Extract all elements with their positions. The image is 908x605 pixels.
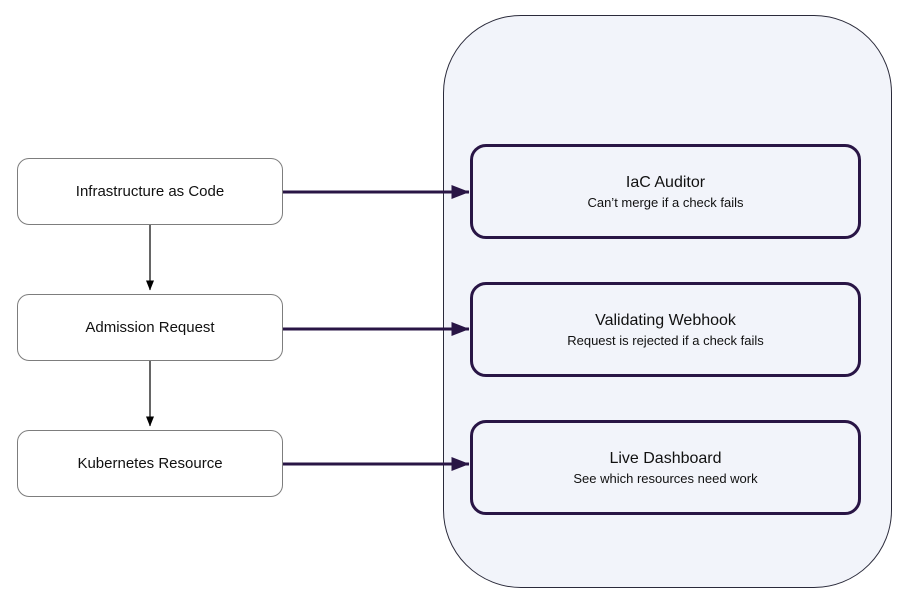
node-iac-auditor: IaC Auditor Can’t merge if a check fails [470,144,861,239]
node-label: Admission Request [85,319,215,336]
node-infrastructure-as-code: Infrastructure as Code [17,158,283,225]
node-subtitle: Can’t merge if a check fails [587,194,744,210]
node-live-dashboard: Live Dashboard See which resources need … [470,420,861,515]
node-validating-webhook: Validating Webhook Request is rejected i… [470,282,861,377]
node-title: Validating Webhook [595,311,736,329]
node-subtitle: See which resources need work [573,470,758,486]
node-label: Infrastructure as Code [75,183,225,200]
node-label: Kubernetes Resource [77,455,223,472]
node-admission-request: Admission Request [17,294,283,361]
node-title: Live Dashboard [609,449,722,467]
node-title: IaC Auditor [625,173,706,191]
node-subtitle: Request is rejected if a check fails [567,332,764,348]
checks-platform-container [443,15,892,588]
node-kubernetes-resource: Kubernetes Resource [17,430,283,497]
